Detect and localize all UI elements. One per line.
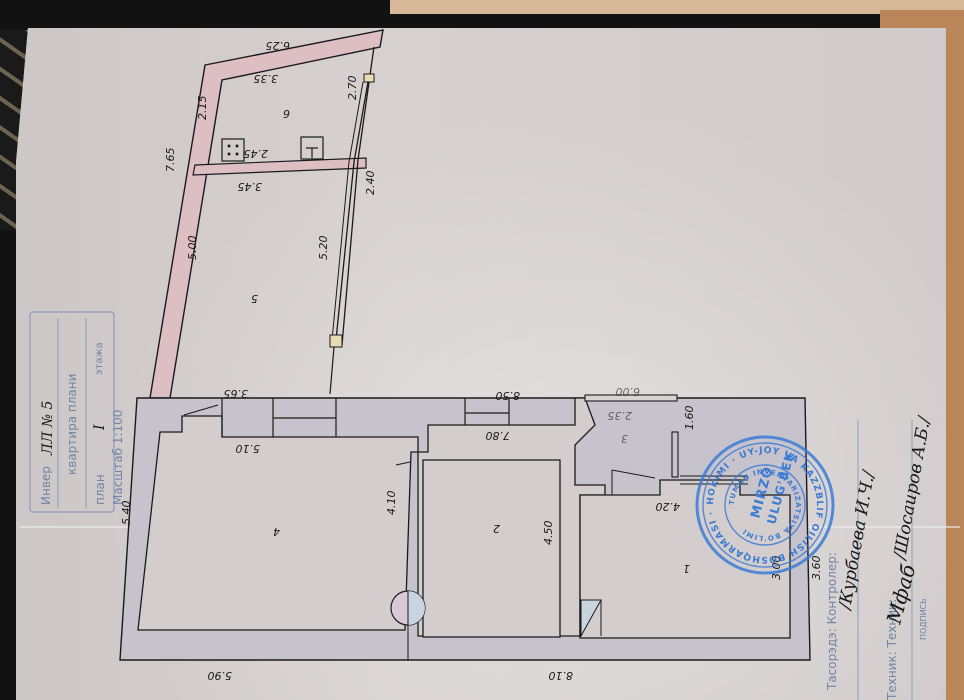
- dim-room5-left: 5.00: [186, 236, 199, 261]
- dim-room4-top: 5.10: [236, 442, 261, 455]
- dim-step: 1.60: [683, 406, 696, 431]
- dim-room6-right: 2.70: [346, 76, 359, 101]
- dim-porch-top: 6.00: [616, 385, 641, 398]
- dimension-labels: 6.25 3.35 2.15 2.70 2.45 3.45 7.65 5.00 …: [120, 39, 823, 682]
- dim-room5-right-outer: 2.40: [364, 171, 377, 196]
- dim-outer-left-top: 7.65: [164, 148, 177, 173]
- dim-room4-height: 4.10: [385, 491, 398, 516]
- room-4-number: 4: [273, 525, 280, 538]
- dim-porch-inner: 2.35: [608, 409, 633, 422]
- room-3-number: 3: [621, 432, 628, 445]
- dim-corridor-top: 8.50: [496, 389, 521, 402]
- main-house-walls: [119, 394, 811, 661]
- sink-icon: [300, 136, 324, 160]
- room-numbers: 6 5 4 3 2 1: [251, 107, 690, 575]
- technician-label: Техник: Техник:: [885, 599, 899, 700]
- title-block: Инвер ЛЛ № 5 квартира плани план I этажа…: [29, 311, 125, 513]
- technician-scribble: Мфаб: [881, 561, 920, 627]
- small-stamp-label: ПОДПИСЬ: [919, 598, 928, 640]
- room-1-number: 1: [683, 562, 690, 575]
- controller-signature: /Курбаева И.Ч./: [835, 467, 880, 613]
- room-6-number: 6: [283, 107, 290, 120]
- title-line2: квартира плани: [65, 374, 79, 475]
- plan-label: план: [93, 474, 107, 505]
- floor-value: I: [92, 424, 108, 431]
- dim-room6-top: 3.35: [254, 72, 279, 85]
- technician-signature: /Шосаиров А.Б./: [890, 413, 935, 563]
- folder-top-edge: [390, 0, 964, 14]
- controller-label: Тасорэдэ: Контролер:: [825, 552, 839, 691]
- inventory-value: ЛЛ № 5: [40, 400, 56, 456]
- dim-outer-right: 3.60: [810, 556, 823, 581]
- dim-room6-side: 2.15: [196, 96, 209, 121]
- dim-room2-height: 4.50: [542, 521, 555, 546]
- dim-partition-top: 2.45: [244, 147, 269, 160]
- dim-top-outer: 6.25: [266, 39, 291, 52]
- dim-room1-top: 4.20: [656, 500, 681, 513]
- dim-partition-bottom: 3.45: [238, 180, 263, 193]
- inventory-label: Инвер: [39, 466, 53, 505]
- dim-outer-left: 5.40: [120, 501, 133, 526]
- dim-bottom-right: 8.10: [549, 669, 574, 682]
- stove-icon: [221, 138, 245, 162]
- room-5-number: 5: [251, 292, 258, 305]
- room-2-number: 2: [493, 522, 500, 535]
- scale-label: Масштаб 1:100: [111, 410, 125, 505]
- annex-walls: [149, 29, 384, 399]
- dim-bottom-left: 5.90: [208, 669, 233, 682]
- dim-room5-bottom: 3.65: [224, 387, 249, 400]
- dim-corridor-inner: 7.80: [486, 429, 511, 442]
- signature-block: Тасорэдэ: Контролер: /Курбаева И.Ч./ Тех…: [825, 413, 935, 700]
- floor-label: этажа: [94, 342, 105, 375]
- dim-room5-right: 5.20: [317, 236, 330, 261]
